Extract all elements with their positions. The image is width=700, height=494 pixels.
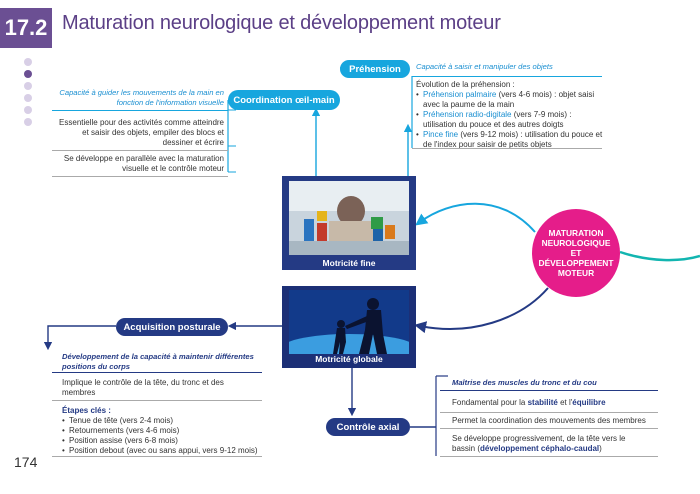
- posture-step: Retournements (vers 4-6 mois): [62, 426, 272, 436]
- posture-step: Position assise (vers 6-8 mois): [62, 436, 272, 446]
- dot: [24, 94, 32, 102]
- posture-step: Tenue de tête (vers 2-4 mois): [62, 416, 272, 426]
- divider: [440, 390, 658, 391]
- axial-text-3: Se développe progressivement, de la tête…: [452, 434, 626, 453]
- dot: [24, 106, 32, 114]
- divider: [52, 110, 228, 111]
- dot: [24, 118, 32, 126]
- divider: [52, 400, 262, 401]
- divider: [52, 456, 262, 457]
- axial-pill: Contrôle axial: [326, 418, 410, 436]
- prehension-list: Évolution de la préhension : Préhension …: [416, 80, 606, 150]
- divider: [52, 150, 228, 151]
- adult-child-silhouette-photo: [289, 290, 409, 354]
- coordination-text-1: Essentielle pour des activités comme att…: [59, 118, 224, 147]
- page-number: 174: [14, 454, 38, 470]
- gross-motor-card: Motricité globale: [282, 286, 416, 368]
- connector-center-to-fine: [415, 202, 536, 233]
- axial-subtitle: Maîtrise des muscles du tronc et du cou: [452, 378, 597, 387]
- axial-text-2: Permet la coordination des mouvements de…: [452, 416, 646, 425]
- dot: [24, 82, 32, 90]
- posture-pill: Acquisition posturale: [116, 318, 228, 336]
- page-title: Maturation neurologique et développement…: [62, 12, 501, 34]
- prehension-pill: Préhension: [340, 60, 410, 78]
- gross-motor-caption: Motricité globale: [315, 354, 383, 364]
- connector-center-right: [619, 250, 700, 262]
- prehension-item: Préhension radio-digitale (vers 7-9 mois…: [416, 110, 606, 130]
- coordination-subtitle: Capacité à guider les mouvements de la m…: [59, 88, 224, 107]
- section-number: 17.2: [4, 15, 48, 40]
- center-node: MATURATION NEUROLOGIQUE ET DÉVELOPPEMENT…: [532, 209, 620, 297]
- divider: [440, 428, 658, 429]
- axial-text-1: Fondamental pour la stabilité et l'équil…: [452, 398, 606, 407]
- posture-steps: Étapes clés : Tenue de tête (vers 2-4 mo…: [62, 406, 272, 456]
- posture-text-1: Implique le contrôle de la tête, du tron…: [62, 378, 224, 397]
- coordination-pill: Coordination œil-main: [228, 90, 340, 110]
- divider: [440, 456, 658, 457]
- divider: [440, 412, 658, 413]
- divider: [52, 176, 228, 177]
- divider: [412, 76, 602, 77]
- divider: [412, 148, 602, 149]
- fine-motor-caption: Motricité fine: [322, 258, 376, 268]
- prehension-subtitle: Capacité à saisir et manipuler des objet…: [416, 62, 553, 71]
- dot: [24, 58, 32, 66]
- posture-steps-title: Étapes clés :: [62, 406, 111, 415]
- connector-center-to-gross: [414, 287, 549, 334]
- posture-subtitle: Développement de la capacité à maintenir…: [62, 352, 254, 371]
- posture-step: Position debout (avec ou sans appui, ver…: [62, 446, 272, 456]
- fine-motor-card: Motricité fine: [282, 176, 416, 270]
- coordination-text-2: Se développe en parallèle avec la matura…: [63, 154, 224, 173]
- prehension-item: Pince fine (vers 9-12 mois) : utilisatio…: [416, 130, 606, 150]
- prehension-intro: Évolution de la préhension :: [416, 80, 515, 89]
- dot: [24, 70, 32, 78]
- child-stacking-blocks-photo: [289, 181, 409, 255]
- prehension-item: Préhension palmaire (vers 4-6 mois) : ob…: [416, 90, 606, 110]
- connector-posture-branch: [43, 325, 116, 351]
- divider: [52, 372, 262, 373]
- section-number-badge: 17.2: [0, 8, 52, 48]
